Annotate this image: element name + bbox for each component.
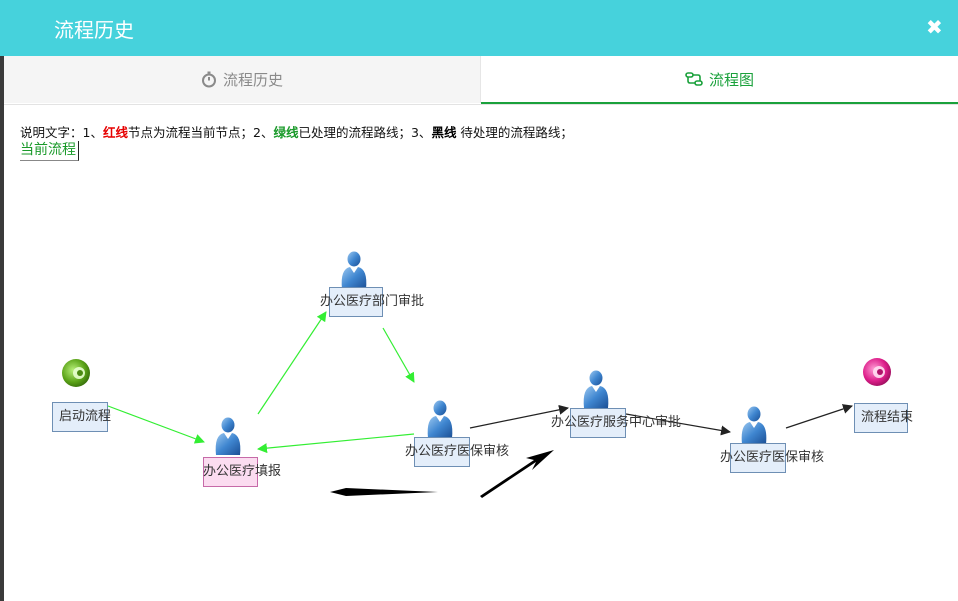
node-end-label: 流程结束 [861,410,914,425]
flow-chart-icon [685,72,703,86]
annotation-arrow-left [330,484,438,500]
node-fill-label: 办公医疗填报 [203,464,282,479]
user-icon [215,417,241,455]
stopwatch-icon [201,71,216,88]
legend-black-line: 黑线 [431,125,457,140]
tab-flow-history[interactable]: 流程历史 [4,56,481,103]
legend-part2: 已处理的流程路线；3、 [298,125,432,140]
node-service-center-approval[interactable]: 办公医疗服务中心审批 [551,408,681,438]
legend-part3: 待处理的流程路线； [456,125,573,140]
tab-flow-chart-label: 流程图 [708,70,754,89]
edge-fill-to-dept [257,311,327,415]
user-icon [427,400,453,438]
edge-dept-to-audit [382,327,415,383]
node-fill-current[interactable]: 办公医疗填报 [203,457,281,487]
start-event-icon [62,359,90,387]
node-start-label: 启动流程 [59,409,112,424]
user-icon [583,370,609,408]
dialog-header: 流程历史 ✖ [0,0,958,56]
user-icon [341,251,367,289]
node-dept-label: 办公医疗部门审批 [320,294,425,309]
dialog-title: 流程历史 [54,18,134,42]
tab-bar: 流程历史 流程图 [4,56,958,105]
end-event-icon [863,358,891,386]
edge-audit2-to-end [785,404,853,429]
node-center-label: 办公医疗服务中心审批 [551,415,682,430]
node-medical-audit-1[interactable]: 办公医疗医保审核 [405,437,509,467]
legend-green-line: 绿线 [273,125,299,140]
window-left-edge [0,0,4,601]
node-medical-audit-2[interactable]: 办公医疗医保审核 [720,443,824,473]
node-audit1-label: 办公医疗医保审核 [405,444,510,459]
tab-flow-chart[interactable]: 流程图 [481,56,958,104]
close-icon[interactable]: ✖ [926,15,943,39]
edge-start-to-fill [107,405,205,444]
legend-prefix: 说明文字：1、 [20,125,103,140]
legend-text: 说明文字：1、红线节点为流程当前节点；2、绿线已处理的流程路线；3、黑线 待处理… [20,122,573,141]
current-flow-label: 当前流程 [20,141,79,161]
legend-red-line: 红线 [102,125,128,140]
legend-part1: 节点为流程当前节点；2、 [127,125,274,140]
node-dept-approval[interactable]: 办公医疗部门审批 [320,287,424,317]
node-end[interactable]: 流程结束 [854,403,913,433]
user-icon [741,406,767,444]
node-start[interactable]: 启动流程 [52,402,112,432]
node-audit2-label: 办公医疗医保审核 [720,450,825,465]
edge-audit-to-fill [257,433,415,454]
tab-flow-history-label: 流程历史 [222,71,283,89]
